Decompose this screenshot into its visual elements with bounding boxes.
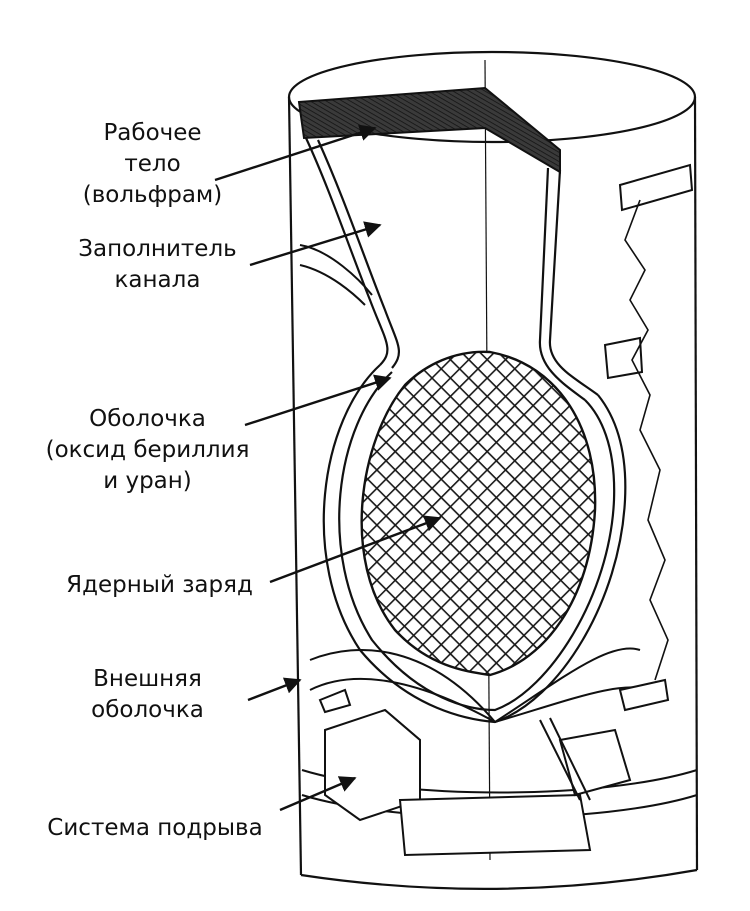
arrow-detonation-system (279, 776, 357, 812)
label-outer-shell: Внешняя оболочка (91, 666, 204, 723)
inner-shell (322, 364, 627, 724)
torn-wall-edge (624, 199, 669, 681)
leader-lines (214, 124, 442, 812)
label-shell: Оболочка (оксид бериллия и уран) (45, 406, 250, 494)
label-working-body: Рабочее тело (вольфрам) (82, 120, 223, 208)
nuclear-charge-core (360, 350, 597, 677)
arrow-outer-shell (247, 677, 302, 702)
label-channel-filler: Заполнитель канала (78, 236, 237, 293)
detonation-system (318, 678, 670, 857)
arrow-working-body (214, 124, 377, 182)
label-nuclear-charge: Ядерный заряд (66, 572, 253, 598)
arrow-shell (244, 374, 392, 427)
label-detonation-system: Система подрыва (47, 815, 263, 841)
arrow-nuclear-charge (269, 515, 442, 584)
channel-filler (305, 137, 599, 401)
arrow-channel-filler (249, 221, 382, 267)
